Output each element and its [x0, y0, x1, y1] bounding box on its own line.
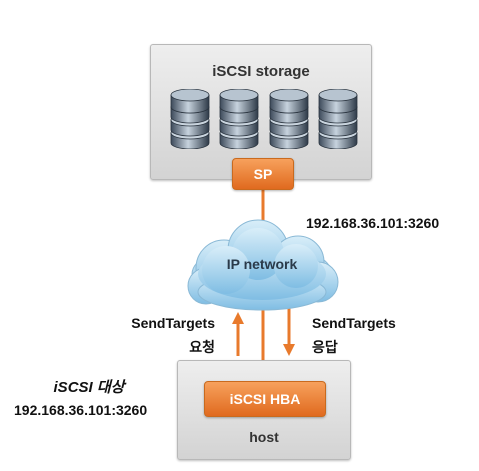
disk-icon	[170, 89, 210, 149]
sp-box: SP	[232, 158, 294, 190]
network-address: 192.168.36.101:3260	[306, 215, 440, 231]
hba-label: iSCSI HBA	[229, 391, 301, 407]
hba-box: iSCSI HBA	[204, 381, 326, 417]
disk-group	[169, 89, 359, 149]
disk-icon	[269, 89, 309, 149]
request-label-line2: 요청	[189, 339, 215, 355]
target-title: iSCSI 대상	[53, 379, 125, 396]
ip-network-label: IP network	[226, 256, 298, 272]
response-label-line1: SendTargets	[312, 315, 396, 331]
request-label-line1: SendTargets	[131, 315, 215, 331]
disk-icon	[318, 89, 358, 149]
storage-box: iSCSI storage	[150, 44, 372, 180]
sp-label: SP	[253, 166, 273, 182]
target-address: 192.168.36.101:3260	[14, 402, 148, 418]
storage-title: iSCSI storage	[212, 63, 310, 80]
host-title: host	[249, 429, 279, 445]
response-label-line2: 응답	[312, 339, 338, 355]
host-box: iSCSI HBA host	[177, 360, 351, 460]
ip-network-cloud	[187, 219, 339, 311]
disk-icon	[219, 89, 259, 149]
